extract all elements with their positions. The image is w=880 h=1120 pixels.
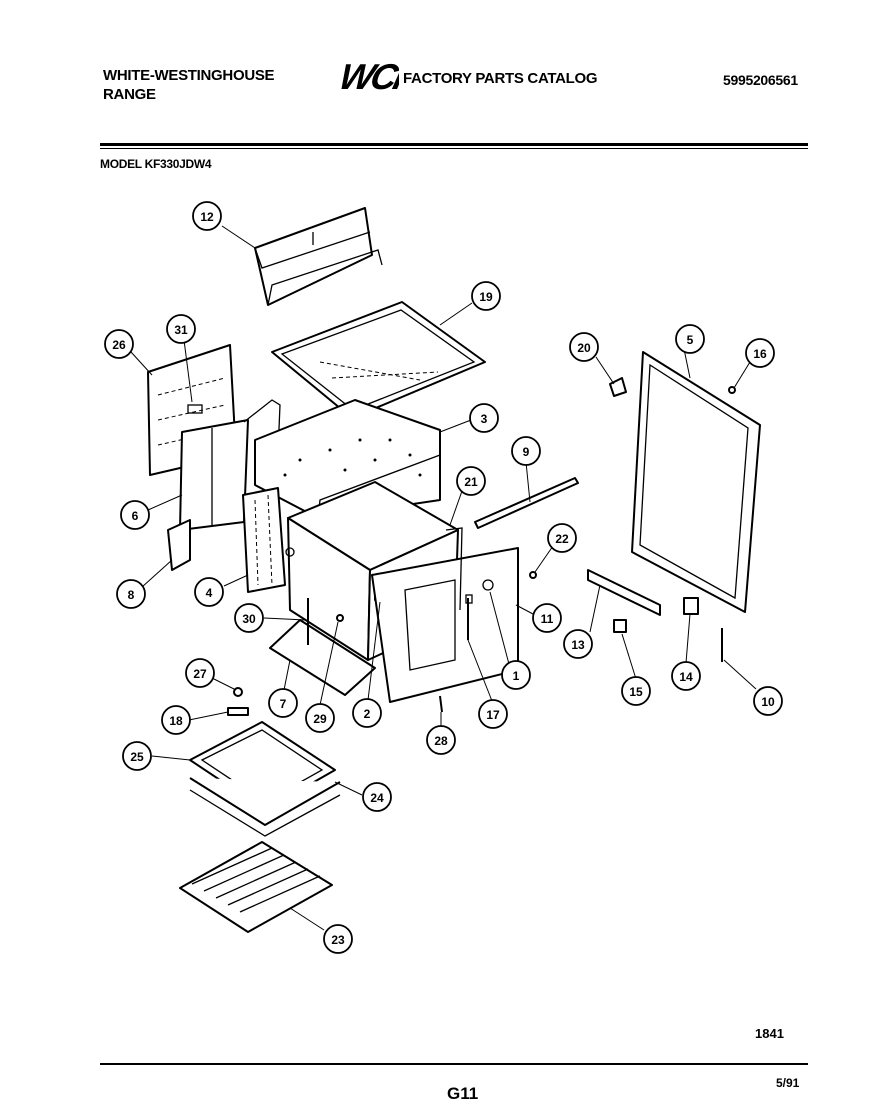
callout-number: 14 [679,670,693,684]
part-7-oven-bottom [269,619,376,696]
callout-4: 4 [194,577,224,607]
part-18-bracket [227,707,249,716]
part-23-oven-rack [179,841,333,933]
callout-number: 28 [434,734,448,748]
callout-26: 26 [104,329,134,359]
callout-20: 20 [569,332,599,362]
callout-number: 30 [242,612,256,626]
callout-9: 9 [511,436,541,466]
callout-number: 5 [687,333,694,347]
revision-date: 5/91 [776,1076,800,1090]
callout-number: 12 [200,210,214,224]
part-9-rail [474,477,579,529]
catalog-part-number: 5995206561 [723,72,798,88]
callout-27: 27 [185,658,215,688]
callout-19: 19 [471,281,501,311]
callout-17: 17 [478,699,508,729]
callout-number: 23 [331,933,345,947]
part-15-block [613,619,627,633]
part-5-back-panel [631,351,761,613]
part-28-clip [439,695,443,713]
callout-number: 20 [577,341,591,355]
callout-number: 29 [313,712,327,726]
callout-number: 31 [174,323,188,337]
part-21-gasket [445,527,463,611]
callout-6: 6 [120,500,150,530]
part-14-block [683,597,699,615]
callout-number: 13 [571,638,585,652]
callout-11: 11 [532,603,562,633]
callout-number: 3 [481,412,488,426]
callout-number: 7 [280,697,287,711]
part-19-oven-top [271,301,486,419]
wci-logo: WCI [335,58,399,94]
callout-13: 13 [563,629,593,659]
part-4-insulation-side [242,487,286,593]
part-24-broil-pan [189,777,341,837]
callout-12: 12 [192,201,222,231]
product-type: RANGE [103,86,156,103]
callout-number: 25 [130,750,144,764]
callout-31: 31 [166,314,196,344]
callout-number: 27 [193,667,207,681]
callout-number: 2 [364,707,371,721]
part-16-screw [728,386,736,394]
brand-name: WHITE-WESTINGHOUSE [103,67,275,84]
callout-2: 2 [352,698,382,728]
callout-7: 7 [268,688,298,718]
callout-1: 1 [501,660,531,690]
callout-number: 1 [513,669,520,683]
callout-23: 23 [323,924,353,954]
callout-number: 21 [464,475,478,489]
callout-number: 11 [541,612,554,626]
callout-number: 19 [479,290,493,304]
part-20-bracket [609,377,627,397]
callout-3: 3 [469,403,499,433]
callout-number: 22 [555,532,569,546]
part-22-screw [529,571,537,579]
callout-5: 5 [675,324,705,354]
callout-14: 14 [671,661,701,691]
leader-lines [130,225,757,931]
catalog-title: FACTORY PARTS CATALOG [403,70,598,87]
callout-number: 10 [761,695,775,709]
callout-number: 15 [629,685,643,699]
callout-number: 18 [169,714,183,728]
part-12-top-trim [254,207,383,306]
callout-number: 26 [112,338,126,352]
model-number: MODEL KF330JDW4 [100,157,212,171]
callout-number: 4 [206,586,213,600]
callout-29: 29 [305,703,335,733]
part-29-clip [336,614,344,622]
footer-rule [100,1063,808,1065]
part-13-rail [587,569,661,616]
callout-18: 18 [161,705,191,735]
callout-number: 16 [753,347,767,361]
header-rule-thin [100,148,808,149]
callout-16: 16 [745,338,775,368]
callout-28: 28 [426,725,456,755]
callout-25: 25 [122,741,152,771]
callout-number: 24 [370,791,384,805]
header-rule-thick [100,143,808,146]
callout-30: 30 [234,603,264,633]
callout-15: 15 [621,676,651,706]
callout-24: 24 [362,782,392,812]
brand-block: WHITE-WESTINGHOUSE RANGE [103,66,275,104]
callout-number: 9 [523,445,530,459]
callout-number: 8 [128,588,135,602]
diagram-code: 1841 [755,1026,784,1041]
part-8-bracket [167,519,191,571]
page-number: G11 [447,1084,479,1103]
callout-number: 6 [132,509,139,523]
callout-number: 17 [486,708,500,722]
callout-21: 21 [456,466,486,496]
callout-8: 8 [116,579,146,609]
callout-22: 22 [547,523,577,553]
callout-10: 10 [753,686,783,716]
logo-text: WCI [335,58,399,94]
